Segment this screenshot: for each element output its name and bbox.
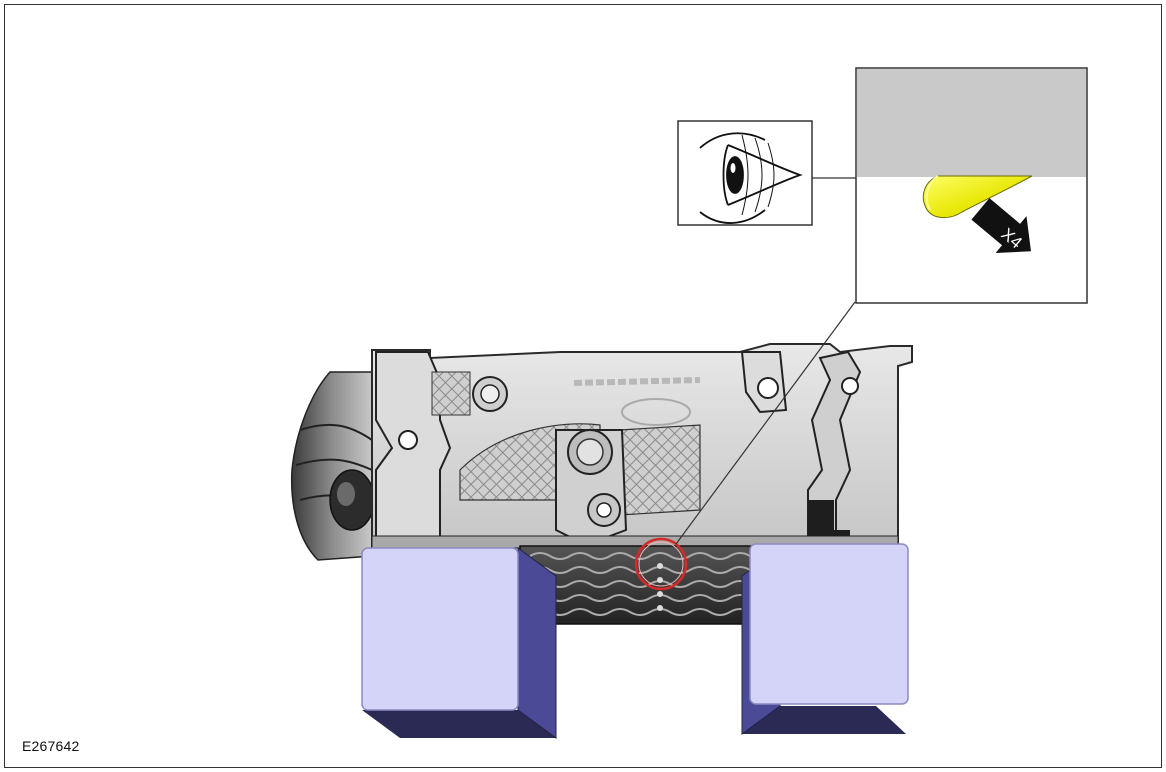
cylinder-head [290,343,913,561]
detail-gray-band [857,69,1086,177]
figure-id-label: E267642 [22,738,80,754]
highlight-circle [634,537,688,591]
support-block-left [361,547,557,739]
callout-leader-line [675,301,856,545]
support-block-right [741,543,909,735]
view-symbol-box [677,120,856,226]
arrow-icon [971,198,1031,253]
valve-spring-row [519,545,771,625]
brand-oval-logo [621,398,691,426]
detail-view-box: X4 [855,67,1088,304]
valve-component [922,175,1033,218]
eye-icon [699,132,803,224]
